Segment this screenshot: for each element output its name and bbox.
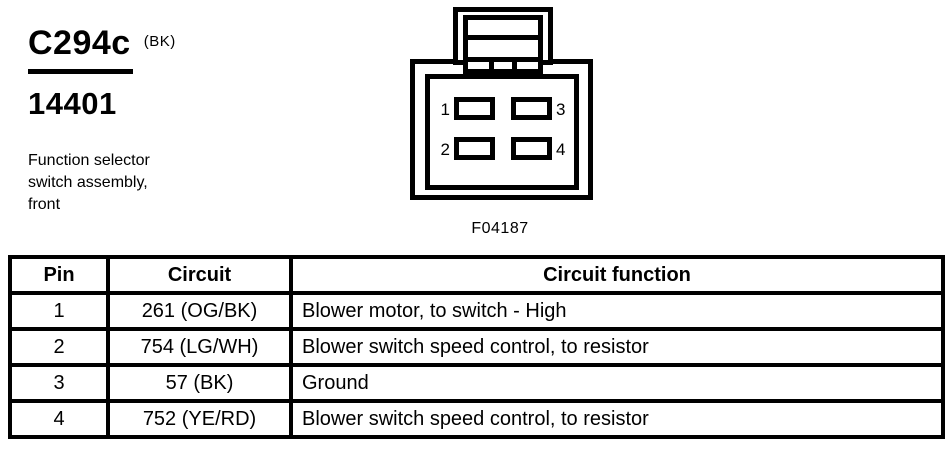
- figure-id: F04187: [471, 220, 528, 237]
- pin-cell: 2: [8, 327, 110, 367]
- column-header-circuit: Circuit: [106, 255, 293, 295]
- connector-id: C294c: [28, 24, 131, 62]
- pin-1-cavity: [454, 97, 495, 120]
- connector-tab-inner: [463, 15, 543, 74]
- pin-4-label: 4: [556, 140, 565, 159]
- circuit-cell: 57 (BK): [106, 363, 293, 403]
- part-number: 14401: [28, 86, 117, 121]
- description-line: front: [28, 196, 61, 213]
- circuit-cell: 752 (YE/RD): [106, 399, 293, 439]
- circuit-function-cell: Ground: [289, 363, 945, 403]
- circuit-function-cell: Blower switch speed control, to resistor: [289, 327, 945, 367]
- connector-body-inner: [425, 74, 579, 190]
- pin-cell: 4: [8, 399, 110, 439]
- pin-cell: 3: [8, 363, 110, 403]
- column-header-pin: Pin: [8, 255, 110, 295]
- table-row: 2 754 (LG/WH) Blower switch speed contro…: [8, 327, 945, 367]
- pin-cell: 1: [8, 291, 110, 331]
- table-row: 3 57 (BK) Ground: [8, 363, 945, 403]
- connector-diagram: 1 3 2 4 F04187: [410, 7, 593, 237]
- pin-3-label: 3: [556, 100, 565, 119]
- description-line: Function selector: [28, 152, 150, 169]
- table-row: 4 752 (YE/RD) Blower switch speed contro…: [8, 399, 945, 439]
- pin-2-label: 2: [441, 140, 450, 159]
- pin-1-label: 1: [441, 100, 450, 119]
- circuit-cell: 754 (LG/WH): [106, 327, 293, 367]
- table-row: 1 261 (OG/BK) Blower motor, to switch - …: [8, 291, 945, 331]
- connector-title-row: C294c (BK): [28, 26, 328, 60]
- connector-description: Function selector switch assembly, front: [28, 150, 328, 216]
- description-line: switch assembly,: [28, 174, 148, 191]
- column-header-circuit-function: Circuit function: [289, 255, 945, 295]
- title-underline: [28, 69, 133, 74]
- circuit-function-cell: Blower motor, to switch - High: [289, 291, 945, 331]
- table-header-row: Pin Circuit Circuit function: [8, 255, 945, 295]
- pin-3-cavity: [511, 97, 552, 120]
- pin-2-cavity: [454, 137, 495, 160]
- connector-color-code: (BK): [143, 33, 176, 50]
- pinout-table: Pin Circuit Circuit function 1 261 (OG/B…: [8, 255, 945, 439]
- title-block: C294c (BK) 14401 Function selector switc…: [28, 26, 328, 216]
- pin-4-cavity: [511, 137, 552, 160]
- circuit-cell: 261 (OG/BK): [106, 291, 293, 331]
- circuit-function-cell: Blower switch speed control, to resistor: [289, 399, 945, 439]
